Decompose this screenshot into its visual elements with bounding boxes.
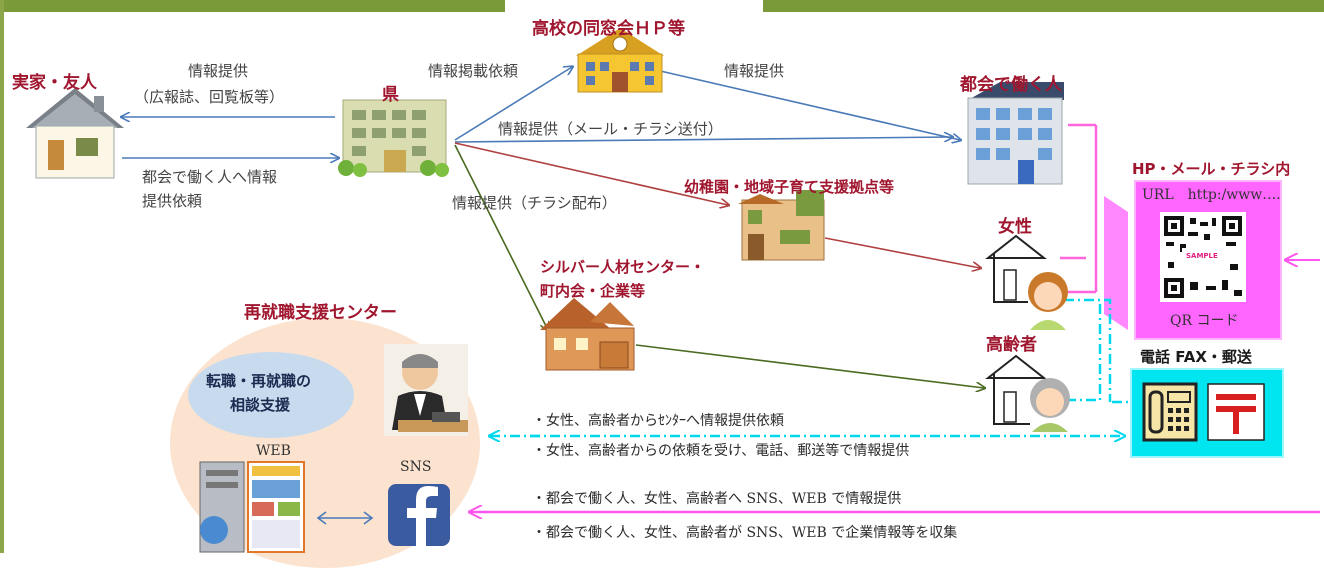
left-frame-bar — [0, 0, 4, 553]
facebook-icon — [388, 484, 450, 546]
edge-request-2: 提供依頼 — [142, 192, 203, 210]
node-title-ken: 県 — [382, 85, 399, 105]
note-line-1: ・女性、高齢者からｾﾝﾀｰへ情報提供依頼 — [532, 413, 784, 429]
tel-title: 電話 FAX・郵送 — [1140, 348, 1252, 366]
title-notch — [505, 0, 763, 14]
woman-icon-josei — [985, 234, 1068, 330]
diagram-canvas — [26, 28, 1320, 553]
pink-connectors — [1060, 123, 1098, 294]
edge-flyer-distribution: 情報提供（チラシ配布） — [452, 194, 617, 212]
label-sns: SNS — [400, 459, 432, 475]
edge-info-provide-paren: （広報誌、回覧板等） — [134, 88, 285, 106]
green-arrows — [454, 144, 984, 388]
edge-info-provide: 情報提供 — [188, 62, 249, 80]
edge-mail-flyer: 情報提供（メール・チラシ送付） — [498, 120, 723, 138]
label-web: WEB — [256, 443, 291, 459]
arrow-silver-to-koureisha — [635, 344, 984, 388]
qr-code-icon — [1160, 212, 1246, 302]
node-title-youchien: 幼稚園・地域子育て支援拠点等 — [684, 178, 895, 196]
consult-line-2: 相談支援 — [230, 396, 291, 414]
fax-phone-icon — [1142, 382, 1198, 442]
arrow-ken-to-youchien — [454, 142, 728, 205]
consultation-bubble — [188, 352, 354, 438]
node-title-tokai: 都会で働く人 — [960, 75, 1062, 95]
building-icon-ken — [338, 99, 449, 177]
consult-line-1: 転職・再就職の — [206, 372, 312, 390]
businessman-icon — [384, 344, 468, 436]
postal-mark-icon — [1207, 383, 1265, 441]
elderly-icon-koureisha — [985, 354, 1070, 432]
qr-label: QR コード — [1170, 313, 1239, 329]
node-title-josei: 女性 — [998, 217, 1032, 237]
edge-request-1: 都会で働く人へ情報 — [142, 168, 278, 186]
node-title-koukou: 高校の同窓会ＨＰ等 — [532, 19, 685, 39]
website-thumbnail — [247, 461, 305, 553]
note-line-4: ・都会で働く人、女性、高齢者が SNS、WEB で企業情報等を収集 — [532, 525, 958, 541]
node-title-jikka: 実家・友人 — [12, 73, 97, 93]
hp-title: HP・メール・チラシ内 — [1132, 160, 1291, 178]
house-icon-silver — [540, 298, 635, 371]
arrow-youchien-to-josei — [824, 237, 980, 268]
blue-arrows — [122, 67, 960, 158]
school-icon-koukou — [576, 28, 664, 93]
node-title-saishushoku: 再就職支援センター — [244, 303, 397, 323]
web-sns-double-arrow — [316, 511, 374, 525]
qr-sample-label: SAMPLE — [1186, 252, 1218, 260]
note-line-3: ・都会で働く人、女性、高齢者へ SNS、WEB で情報提供 — [532, 491, 902, 507]
house-icon-jikka — [26, 88, 124, 179]
building-icon-tokai — [967, 82, 1064, 185]
arrow-ken-to-koukou — [454, 67, 572, 141]
arrow-ken-to-silver — [454, 144, 548, 330]
node-title-koureisha: 高齢者 — [986, 335, 1037, 355]
edge-posting-request: 情報掲載依頼 — [428, 62, 519, 80]
edge-info-provide-2: 情報提供 — [724, 62, 785, 80]
node-title-silver-1: シルバー人材センター・ — [540, 258, 706, 276]
note-line-2: ・女性、高齢者からの依頼を受け、電話、郵送等で情報提供 — [532, 443, 910, 459]
node-title-silver-2: 町内会・企業等 — [540, 282, 646, 300]
server-icon — [199, 461, 245, 553]
red-arrows — [454, 142, 980, 268]
hp-url: URL http:/www…. — [1142, 187, 1281, 203]
pink-funnel — [1104, 196, 1128, 330]
arrow-ken-to-tokai — [454, 137, 952, 143]
cyan-connectors — [490, 298, 1128, 436]
house-icon-youchien — [738, 190, 825, 261]
arrow-koukou-to-tokai — [655, 69, 960, 140]
